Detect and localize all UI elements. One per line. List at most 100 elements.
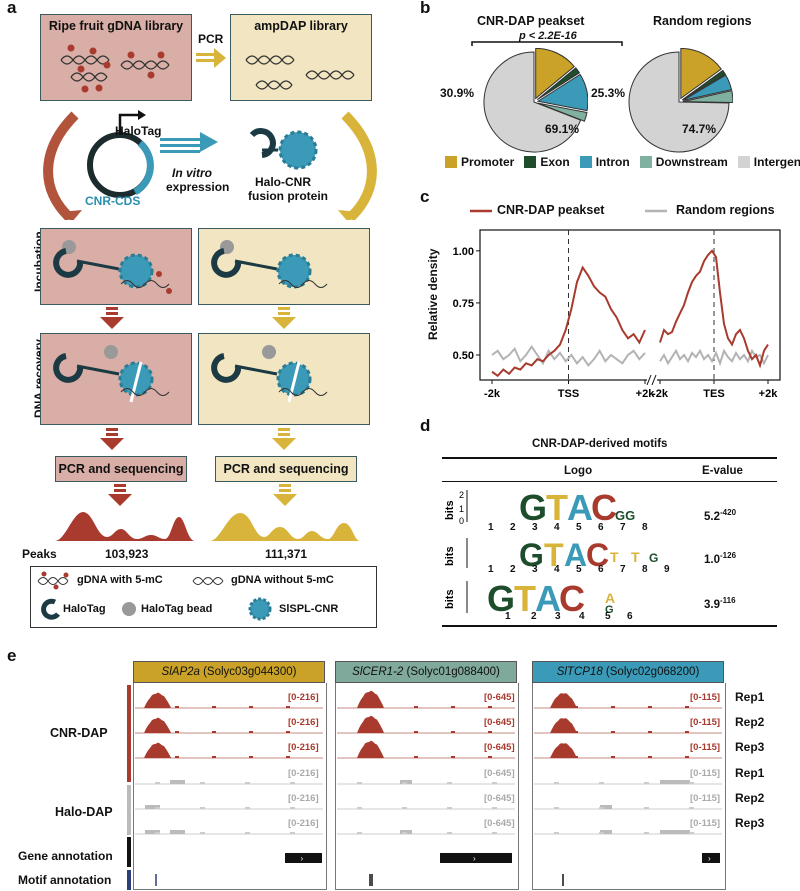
range-label: [0-645] <box>484 793 515 804</box>
evalue-exp: -420 <box>720 508 737 517</box>
evalue-base: 5.2 <box>704 510 720 523</box>
range-label: [0-645] <box>484 692 515 703</box>
pcr-arrow-icon <box>196 48 226 68</box>
letter-T: T <box>610 549 619 565</box>
series-line-tes <box>659 249 769 369</box>
series-line-tss <box>491 344 646 368</box>
cnr-noise <box>488 756 492 758</box>
halo-noise <box>554 782 559 784</box>
methylated-dna-icon <box>37 571 69 590</box>
pos: 4 <box>554 564 560 575</box>
tick-2: 2 <box>459 490 464 500</box>
halo-dap-label: Halo-DAP <box>55 805 113 819</box>
pos: 3 <box>532 522 538 533</box>
legend-intron: Intron <box>595 154 630 169</box>
panel-label-b: b <box>420 0 431 17</box>
rep-label: Rep3 <box>735 740 765 754</box>
legend-methyl-label: gDNA with 5-mC <box>77 574 163 586</box>
legend-halotag-label: HaloTag <box>63 603 106 615</box>
cnr-noise <box>212 731 216 733</box>
halo-group-bar <box>127 785 131 835</box>
pos: 6 <box>598 564 604 575</box>
gdna-library-title: Ripe fruit gDNA library <box>48 19 184 33</box>
pos: 1 <box>488 564 494 575</box>
cnr-peak <box>550 693 577 708</box>
pos: 7 <box>620 522 626 533</box>
gene-id: (Solyc02g068200) <box>602 666 700 678</box>
gene-name: SlAP2a <box>161 666 200 678</box>
halo-noise <box>492 782 497 784</box>
axis-break-gap <box>647 374 657 386</box>
fusion-label-1: Halo-CNR <box>255 175 311 189</box>
bits-label-1: bits <box>445 500 456 520</box>
cnr-noise <box>648 756 652 758</box>
letter-C: C <box>559 578 585 619</box>
halo-signal <box>660 780 690 784</box>
letter-A: A <box>564 537 587 573</box>
legend-line-random <box>645 209 667 213</box>
cnr-peak <box>144 742 171 758</box>
evalue-base: 3.9 <box>704 598 720 611</box>
cnr-peak <box>357 740 384 758</box>
halo-noise <box>689 807 694 809</box>
rep-label: Rep1 <box>735 690 765 704</box>
pie-slice-intergenic <box>483 51 582 153</box>
motif-evalue-1: 5.2-420 <box>704 508 736 523</box>
panel-label-d: d <box>420 416 431 435</box>
halo-noise <box>447 807 452 809</box>
motif-table-rule-bottom <box>442 625 777 627</box>
halo-noise <box>402 832 407 834</box>
cnr-noise <box>451 731 455 733</box>
cnr-peak <box>144 692 171 708</box>
track-column-2 <box>335 683 519 890</box>
rep-label: Rep2 <box>735 715 765 729</box>
letter-G: G <box>605 604 614 616</box>
pos: 2 <box>531 611 537 622</box>
range-label: [0-645] <box>484 768 515 779</box>
legend-exon: Exon <box>540 154 570 169</box>
pos: 3 <box>532 564 538 575</box>
halo-noise <box>357 782 362 784</box>
motif-evalue-2: 1.0-126 <box>704 551 736 566</box>
pcr-label: PCR <box>198 32 224 46</box>
cnr-noise <box>377 756 381 758</box>
motif-col-logo: Logo <box>564 465 593 477</box>
cnr-noise <box>685 731 689 733</box>
halo-noise <box>155 807 160 809</box>
legend-swatch-exon <box>524 155 537 168</box>
seq-left-box: PCR and sequencing <box>55 456 187 482</box>
range-label: [0-216] <box>288 768 319 779</box>
pvalue-bracket <box>471 41 623 46</box>
halo-noise <box>599 832 604 834</box>
axis-break-mark <box>646 374 652 386</box>
range-label: [0-645] <box>484 818 515 829</box>
halo-noise <box>689 832 694 834</box>
cnr-noise <box>611 706 615 708</box>
cnr-noise <box>414 706 418 708</box>
motif-annot-label: Motif annotation <box>18 873 112 887</box>
halo-noise <box>599 782 604 784</box>
pos: 3 <box>555 611 561 622</box>
pie-right-small-pct: 25.3% <box>591 86 626 100</box>
rep-label: Rep2 <box>735 791 765 805</box>
gene-name: SlTCP18 <box>556 666 603 678</box>
panel-label-a: a <box>7 0 17 17</box>
halo-noise <box>644 807 649 809</box>
incubation-right-box <box>198 228 370 305</box>
legend-cnr-label: SlSPL-CNR <box>279 603 339 615</box>
halo-noise <box>155 782 160 784</box>
range-label: [0-115] <box>690 793 721 804</box>
legend-promoter: Promoter <box>461 154 515 169</box>
gene-annot-label: Gene annotation <box>18 849 113 863</box>
rep-label: Rep1 <box>735 766 765 780</box>
gene-model <box>702 853 720 863</box>
recovery-left-box <box>40 333 192 425</box>
motif-logo-3: bits G T A C A G <box>445 578 615 619</box>
recovery-right-box <box>198 333 370 425</box>
letter-G: GG <box>615 508 635 523</box>
pie-slice-intron <box>536 73 588 112</box>
pos: 4 <box>554 522 560 533</box>
peaks-left-icon <box>55 512 195 541</box>
range-label: [0-645] <box>484 742 515 753</box>
gene-header-slap2a: SlAP2a (Solyc03g044300) <box>133 661 325 683</box>
